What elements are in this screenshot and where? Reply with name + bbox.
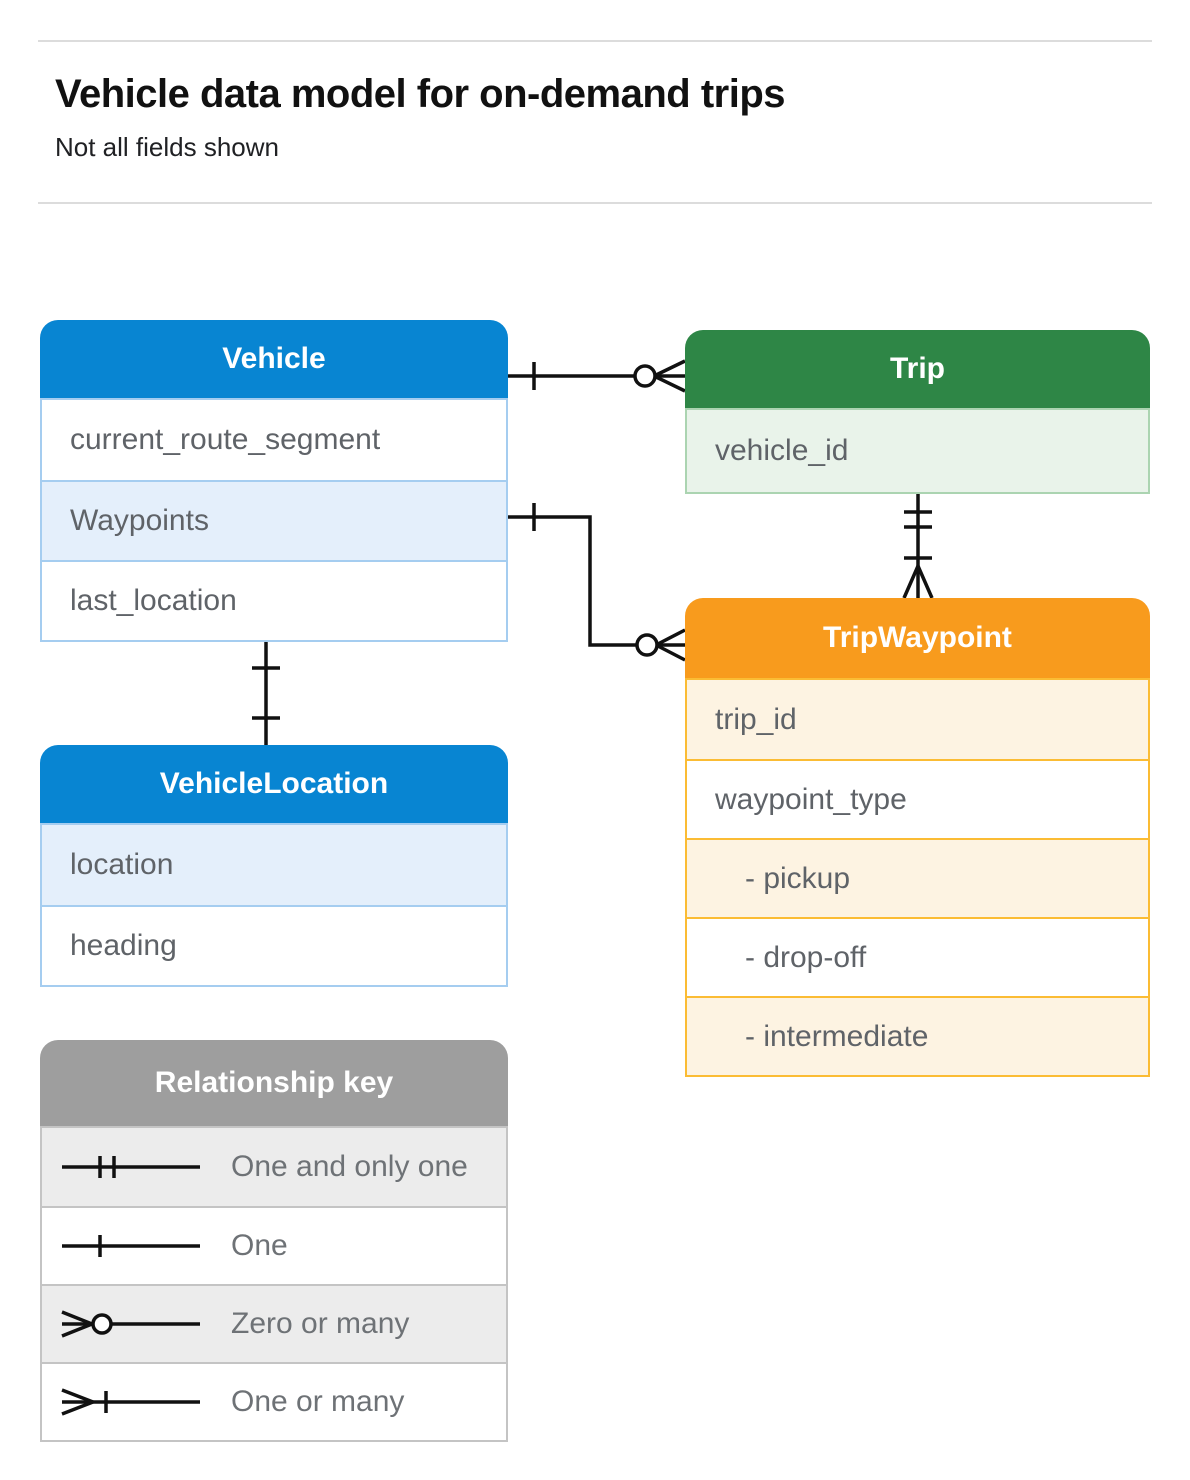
crow-foot	[653, 359, 686, 393]
legend-row-one-and-only-one: One and only one	[42, 1128, 506, 1206]
legend-row-one-or-many: One or many	[42, 1362, 506, 1440]
legend-label: Zero or many	[231, 1307, 410, 1340]
tripwaypoint-field: - pickup	[687, 838, 1148, 917]
connector-waypoints-tripwaypoint	[508, 503, 686, 662]
tripwaypoint-field: trip_id	[687, 680, 1148, 759]
zero-circle	[633, 364, 657, 388]
vehiclelocation-field: heading	[42, 905, 506, 985]
legend-title: Relationship key	[40, 1040, 508, 1126]
legend: Relationship key One and only one One	[40, 1040, 508, 1442]
page-subtitle: Not all fields shown	[55, 132, 279, 162]
crow-foot	[655, 628, 686, 662]
legend-label: One	[231, 1229, 288, 1262]
entity-trip-title: Trip	[685, 330, 1150, 408]
legend-label: One and only one	[231, 1150, 468, 1183]
one-or-many-icon	[61, 1388, 200, 1416]
tripwaypoint-field: waypoint_type	[687, 759, 1148, 838]
vehicle-field: last_location	[42, 560, 506, 640]
vehiclelocation-field: location	[42, 825, 506, 905]
vehicle-field: current_route_segment	[70, 423, 381, 456]
legend-row-zero-or-many: Zero or many	[42, 1284, 506, 1362]
double-tick	[904, 510, 932, 529]
trip-field: vehicle_id	[687, 410, 1148, 492]
zero-or-many-icon	[61, 1310, 200, 1338]
entity-vehiclelocation-title: VehicleLocation	[40, 745, 508, 823]
tripwaypoint-field: - drop-off	[687, 917, 1148, 996]
entity-trip: Trip vehicle_id	[685, 330, 1150, 494]
one-icon	[62, 1235, 200, 1257]
legend-label: One or many	[231, 1385, 405, 1418]
subtitle-divider	[38, 202, 1152, 204]
connector-vehicle-trip	[508, 359, 686, 393]
connector-vehicle-vehiclelocation	[252, 638, 280, 745]
tripwaypoint-field: - intermediate	[687, 996, 1148, 1075]
entity-vehicle-title: Vehicle	[40, 320, 508, 398]
entity-tripwaypoint-title: TripWaypoint	[685, 598, 1150, 678]
legend-row-one: One	[42, 1206, 506, 1284]
zero-circle	[635, 633, 659, 657]
top-divider	[38, 40, 1152, 42]
one-and-only-one-icon	[62, 1156, 200, 1178]
crow-foot	[902, 565, 934, 599]
page-title: Vehicle data model for on-demand trips	[55, 72, 786, 116]
vehicle-field: Waypoints	[42, 480, 506, 560]
legend-rows: One and only one One Zero or many	[40, 1126, 508, 1442]
connector-trip-tripwaypoint	[902, 490, 934, 599]
